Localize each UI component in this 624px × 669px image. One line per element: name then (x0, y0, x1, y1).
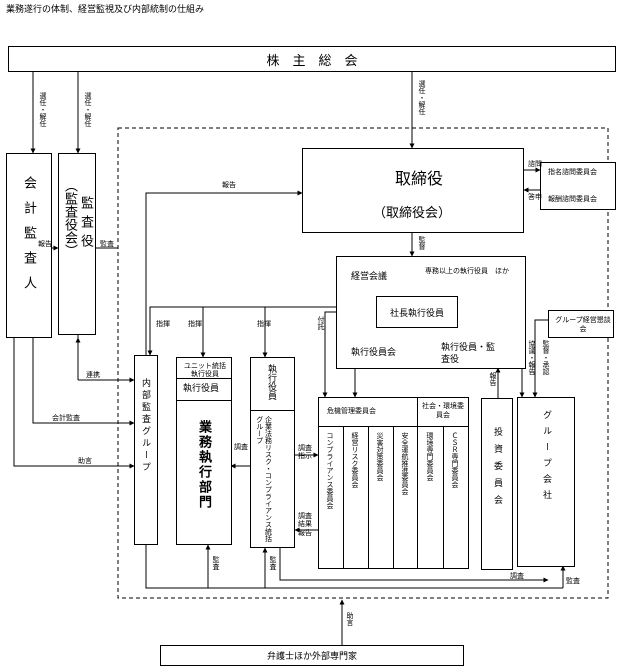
business-dept-label: 業務執行部門 (196, 420, 211, 510)
president-label: 社長執行役員 (389, 308, 444, 319)
inspect-instruct-label: 調査指示 (298, 444, 312, 461)
president-box: 社長執行役員 (376, 296, 458, 328)
inspect-result-label: 調査結果報告 (298, 512, 312, 537)
compensation-committee-label: 報酬諮問委員会 (548, 195, 597, 203)
refer-label: 付託 (317, 316, 325, 330)
unit-officer-label: ユニット統括執行役員 (184, 362, 226, 379)
external-experts-label: 弁護士ほか外部専門家 (266, 652, 357, 662)
reply-label: 答申 (528, 193, 542, 201)
audit-label-bottom-3: 監査 (566, 577, 580, 585)
audit-label-board: 監査 (100, 240, 114, 248)
audit-label-bottom-1: 監査 (212, 556, 220, 570)
investment-committee-label: 投資委員会 (492, 427, 502, 512)
supervise-approve-label: 監督・承認 (542, 340, 550, 375)
external-experts-box: 弁護士ほか外部専門家 (160, 645, 464, 666)
advice-label-1: 助言 (78, 457, 92, 465)
compliance-committee-label: コンプライアンス委員会 (326, 432, 334, 509)
elect-label-1: 選任・解任 (39, 92, 47, 127)
group-council-box: グループ経営懇談会 (548, 310, 614, 338)
internal-audit-label: 内部監査グループ (140, 378, 150, 474)
audit-board-label: 監査役 (78, 196, 93, 253)
adjust-label: 調査 (234, 443, 248, 451)
risk-group-label: 企業法務リスク・コンプライアンス統括グループ (255, 416, 273, 542)
management-meeting-label: 経営会議 (351, 272, 388, 282)
safety-committee-label: 安全運航推進委員会 (401, 432, 409, 495)
investment-committee-box: 投資委員会 (481, 398, 513, 570)
board-box: 取締役 （取締役会） (302, 148, 524, 233)
exec-officer-2-label: 執行役員 (266, 364, 276, 400)
cooperate-label: 連携 (86, 371, 100, 379)
report-label-acc: 報告 (38, 240, 52, 248)
elect-label-2: 選任・解任 (84, 92, 92, 127)
elect-label-3: 選任・解任 (418, 80, 426, 115)
crisis-committee-label: 危機管理委員会 (327, 407, 376, 415)
business-division-box: ユニット統括執行役員 執行役員 業務執行部門 (176, 357, 232, 545)
direct-label-2: 指揮 (188, 320, 202, 328)
consult-label: 諮問 (528, 160, 542, 168)
audit-board-paren-label: （監査役会） (62, 179, 77, 257)
social-env-committee-label: 社会・環境委員会 (422, 402, 464, 420)
board-label: 取締役 (395, 169, 444, 188)
executive-council-label: 執行役員会 (351, 348, 397, 358)
shareholders-label: 株 主 総 会 (266, 53, 358, 69)
group-companies-box: グループ会社 (517, 397, 575, 567)
advice-label-2: 助言 (346, 612, 354, 626)
board-sub-label: （取締役会） (373, 206, 452, 221)
internal-audit-box: 内部監査グループ (134, 355, 158, 545)
group-companies-label: グループ会社 (541, 410, 551, 506)
advisory-committees-box: 指名諮問委員会 報酬諮問委員会 (540, 162, 616, 210)
management-meeting-members: 専務以上の執行役員 ほか (425, 267, 509, 275)
audit-board-box: （監査役会） 監査役 (58, 153, 96, 335)
audit-label-bottom-2: 監査 (269, 556, 277, 570)
survey-label: 調査 (510, 572, 524, 580)
disaster-committee-label: 災害対策委員会 (376, 432, 384, 481)
exec-officer-1-label: 執行役員 (183, 384, 220, 394)
direct-label-3: 指揮 (257, 320, 271, 328)
direct-label-1: 指揮 (156, 320, 170, 328)
risk-group-box: 執行役員 企業法務リスク・コンプライアンス統括グループ (250, 357, 295, 548)
group-council-label: グループ経営懇談会 (555, 316, 611, 334)
committees-box: 危機管理委員会 社会・環境委員会 コンプライアンス委員会 経営リスク委員会 災害… (318, 397, 469, 569)
report-label-investment: 報告 (489, 372, 497, 386)
consult-report-label: 協議・報告 (528, 340, 536, 375)
environment-committee-label: 環境専門委員会 (426, 432, 434, 481)
csr-committee-label: ＣＳＲ専門委員会 (451, 432, 459, 488)
diagram-title: 業務遂行の体制、経営監視及び内部統制の仕組み (6, 5, 205, 15)
business-risk-committee-label: 経営リスク委員会 (351, 432, 359, 488)
shareholders-meeting-box: 株 主 総 会 (8, 46, 616, 72)
supervise-label: 監督 (418, 236, 426, 250)
executive-council-members: 執行役員・監査役 (441, 343, 496, 365)
report-label-top: 報告 (222, 181, 236, 189)
accounting-auditor-label: 会計監査人 (21, 176, 36, 301)
accounting-audit-label: 会計監査 (52, 414, 80, 422)
nomination-committee-label: 指名諮問委員会 (548, 168, 597, 176)
accounting-auditor-box: 会計監査人 (6, 153, 52, 338)
